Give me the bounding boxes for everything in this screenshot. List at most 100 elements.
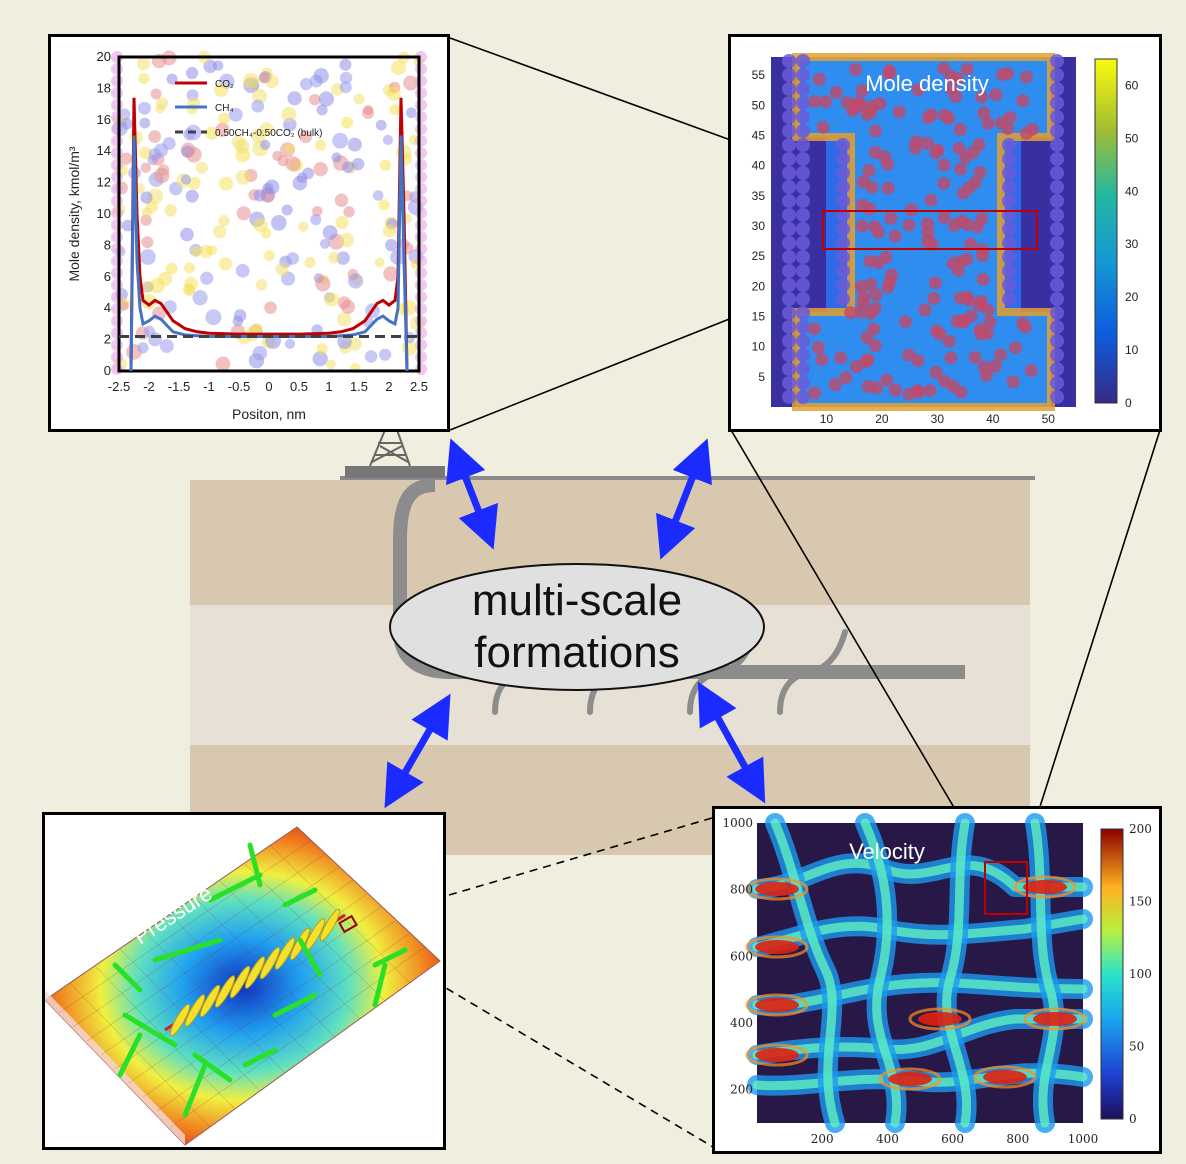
molecule — [195, 161, 208, 174]
molecule — [325, 359, 336, 370]
y-tick-label: 12 — [97, 175, 111, 190]
velocity-hotspot — [755, 1048, 799, 1062]
pressure-field-3d: Pressure — [45, 826, 441, 1146]
arrow-bottom-right — [697, 681, 766, 804]
wall-atom — [796, 222, 810, 236]
wall-atom — [111, 219, 123, 231]
molecule — [812, 72, 826, 86]
x-tick-label: 2 — [385, 379, 392, 394]
molecule — [911, 83, 925, 97]
molecule — [872, 256, 885, 270]
molecule — [309, 94, 321, 106]
wall-atom — [415, 111, 427, 123]
molecule — [304, 257, 316, 269]
y-tick-label: 20 — [752, 279, 766, 293]
molecule — [235, 263, 250, 278]
y-tick-label: 20 — [97, 49, 111, 64]
molecule — [140, 293, 157, 310]
molecule — [353, 93, 365, 105]
molecule — [180, 227, 194, 242]
wall-atom — [1050, 96, 1064, 110]
molecule — [284, 338, 296, 349]
x-tick-label: 1000 — [1068, 1132, 1099, 1146]
colorbar-tick-label: 100 — [1129, 967, 1152, 981]
molecule — [942, 111, 956, 125]
molecule — [868, 124, 882, 138]
molecule — [953, 123, 967, 136]
molecule — [921, 225, 935, 239]
molecule — [236, 206, 251, 221]
wall-atom — [796, 180, 810, 194]
wall-atom — [1002, 180, 1016, 194]
molecule — [347, 137, 362, 152]
wall-atom — [415, 207, 427, 219]
molecule — [865, 180, 879, 194]
molecule — [968, 350, 982, 364]
wall-atom — [782, 250, 796, 264]
molecule — [378, 199, 390, 211]
x-tick-label: 800 — [1006, 1132, 1029, 1146]
fracture — [319, 908, 341, 942]
molecule — [983, 315, 997, 329]
x-tick-label: 40 — [986, 412, 1000, 426]
molecule — [343, 206, 355, 218]
fracture — [229, 965, 251, 999]
wall-atom — [836, 152, 850, 166]
y-tick-label: 14 — [97, 143, 111, 158]
molecule — [351, 157, 365, 171]
molecule — [255, 278, 268, 291]
molecule — [264, 250, 275, 261]
molecule — [989, 88, 1003, 102]
wall-atom — [796, 152, 810, 166]
molecule — [951, 264, 965, 277]
molecule — [302, 167, 314, 180]
molecule — [993, 348, 1007, 362]
molecule — [930, 324, 943, 338]
y-tick-label: 600 — [730, 949, 753, 963]
molecule — [275, 262, 289, 276]
molecule — [973, 166, 987, 179]
molecule — [970, 220, 984, 234]
molecule — [348, 273, 364, 289]
molecule — [348, 337, 362, 351]
fracture — [259, 946, 281, 980]
molecule — [808, 95, 822, 108]
natural-fractures — [112, 842, 408, 1118]
molecule — [1020, 126, 1033, 140]
molecule — [251, 323, 263, 335]
velocity-hotspot — [983, 1070, 1027, 1084]
wall-atom — [415, 219, 427, 231]
molecule — [120, 152, 133, 165]
molecule — [385, 238, 398, 252]
wall-atom — [796, 68, 810, 82]
molecule — [834, 351, 848, 365]
molecule — [233, 309, 247, 322]
molecule — [849, 62, 863, 76]
molecule — [921, 234, 935, 248]
molecule — [341, 116, 354, 129]
molecule — [959, 150, 973, 164]
molecule — [929, 146, 943, 160]
molecule — [299, 130, 312, 144]
molecule — [284, 143, 296, 155]
molecule — [141, 236, 154, 249]
molecule — [937, 158, 951, 172]
molecule — [888, 229, 902, 243]
molecule — [339, 81, 352, 94]
molecule — [287, 91, 302, 106]
velocity-hotspot — [755, 940, 799, 954]
molecule — [164, 204, 177, 217]
molecule — [319, 238, 331, 249]
wall-atom — [782, 320, 796, 334]
molecule — [972, 138, 986, 152]
molecule — [157, 164, 170, 176]
series-line — [129, 97, 409, 372]
x-tick-label: 10 — [820, 412, 834, 426]
x-axis-label: Positon, nm — [232, 406, 306, 422]
colorbar-tick-label: 50 — [1125, 131, 1139, 145]
wall-atom — [1050, 362, 1064, 376]
molecule — [889, 383, 902, 397]
molecule — [1016, 316, 1029, 330]
